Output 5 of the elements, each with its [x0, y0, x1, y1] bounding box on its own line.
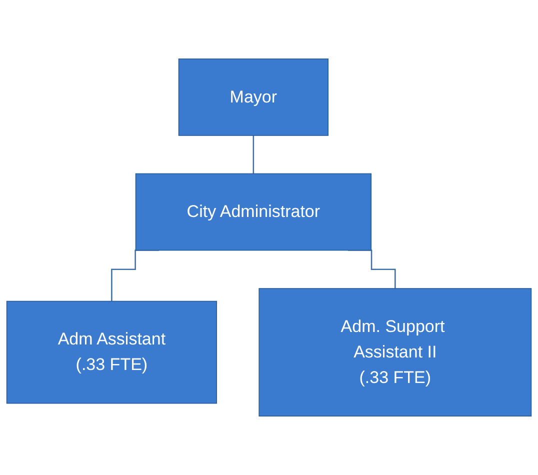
node-box: City Administrator: [135, 173, 372, 251]
node-box: Adm. Support Assistant II (.33 FTE): [258, 288, 532, 416]
node-box: Adm Assistant (.33 FTE): [6, 300, 218, 404]
node-box: Mayor: [178, 58, 328, 136]
connector: [252, 134, 254, 174]
